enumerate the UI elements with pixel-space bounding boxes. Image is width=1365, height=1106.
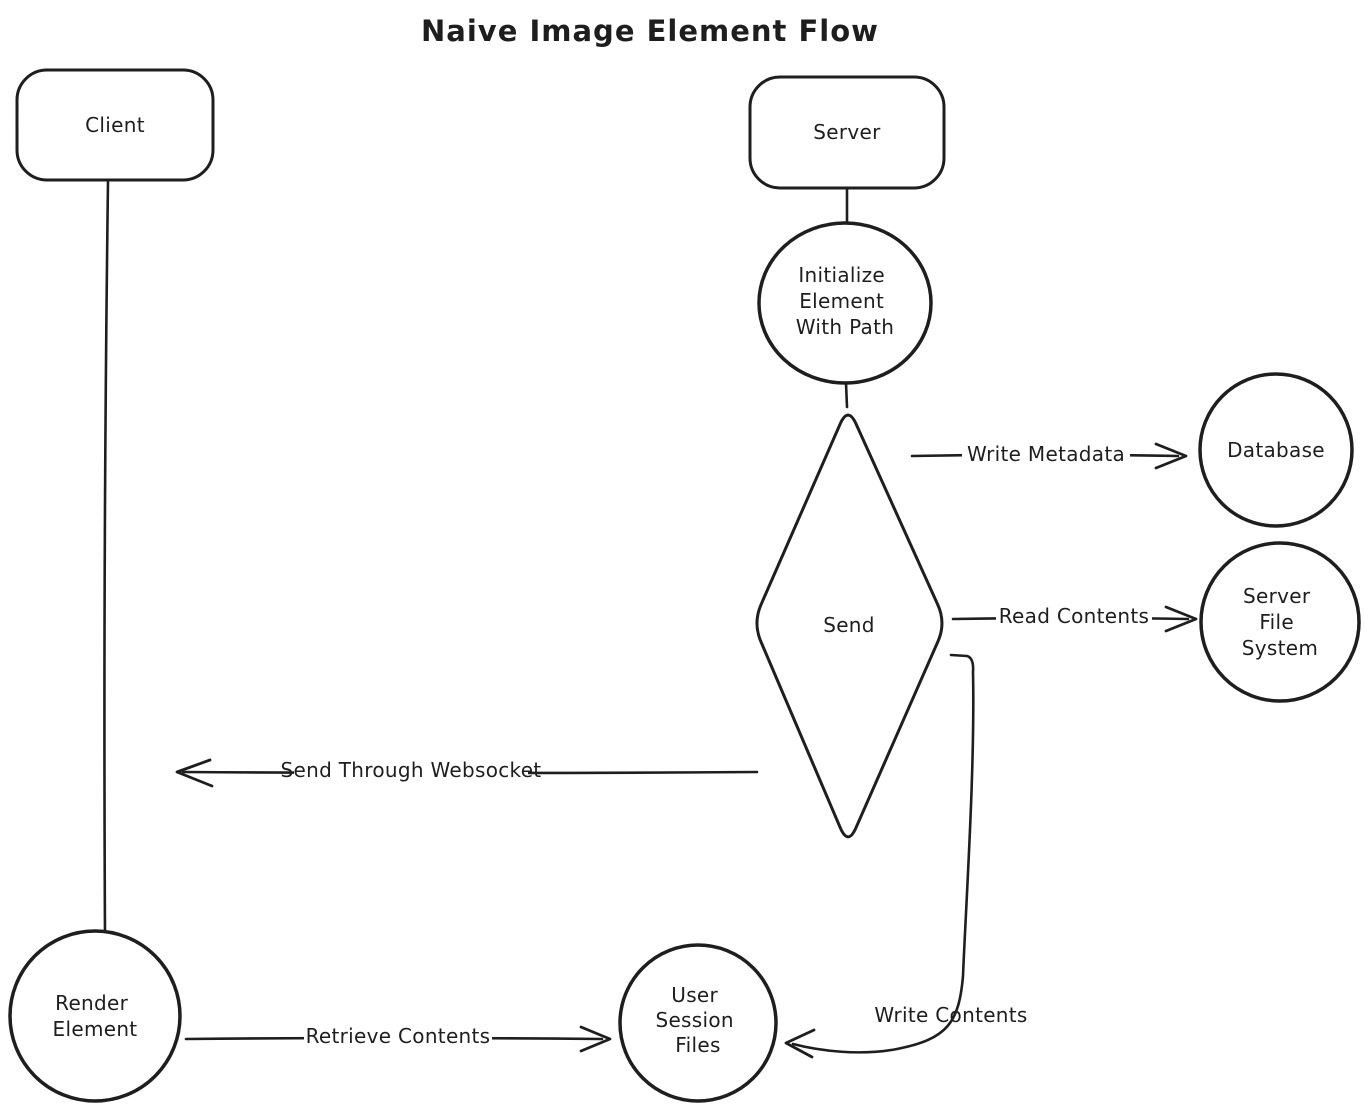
arrowhead-left-icon bbox=[175, 758, 214, 788]
arrowhead-right-icon bbox=[1154, 442, 1188, 470]
write-contents-curve bbox=[791, 653, 975, 1054]
edge-label-bg bbox=[996, 602, 1152, 630]
initialize-element-node: Initialize Element With Path bbox=[757, 221, 933, 385]
retrieve-contents-label: Retrieve Contents bbox=[306, 1024, 491, 1048]
client-box bbox=[15, 68, 215, 182]
arrowhead-right-icon bbox=[1164, 605, 1198, 633]
server-file-system-circle bbox=[1199, 541, 1361, 703]
edge-send-through-websocket: Send Through Websocket bbox=[175, 756, 759, 788]
render-element-circle bbox=[8, 929, 182, 1103]
server-label: Server bbox=[813, 120, 881, 144]
client-node: Client bbox=[15, 68, 215, 182]
send-through-websocket-label: Send Through Websocket bbox=[281, 758, 542, 782]
page-title: Naive Image Element Flow bbox=[421, 14, 879, 48]
user-session-files-label: User Session Files bbox=[655, 983, 740, 1057]
edge-read-contents: Read Contents bbox=[951, 602, 1198, 633]
send-node: Send bbox=[755, 413, 944, 839]
edge-label-bg bbox=[304, 1022, 492, 1050]
edge-write-metadata: Write Metadata bbox=[910, 441, 1188, 470]
initialize-label: Initialize Element With Path bbox=[796, 263, 894, 339]
edge-label-bg bbox=[962, 441, 1130, 469]
initialize-circle bbox=[757, 221, 933, 385]
edge-label-bg bbox=[294, 756, 528, 784]
arrowhead-left-icon bbox=[784, 1028, 816, 1059]
server-node: Server bbox=[748, 75, 946, 190]
arrowhead-right-icon bbox=[579, 1025, 612, 1053]
write-metadata-label: Write Metadata bbox=[967, 442, 1125, 466]
send-label: Send bbox=[823, 613, 875, 637]
user-session-files-node: User Session Files bbox=[618, 943, 778, 1103]
user-session-files-circle bbox=[618, 943, 778, 1103]
server-file-system-label: Server File System bbox=[1242, 584, 1318, 660]
server-box bbox=[748, 75, 946, 190]
database-node: Database bbox=[1198, 372, 1354, 528]
database-circle bbox=[1198, 372, 1354, 528]
send-diamond bbox=[755, 413, 944, 839]
server-file-system-node: Server File System bbox=[1199, 541, 1361, 703]
client-label: Client bbox=[85, 113, 145, 137]
edge-write-contents: Write Contents bbox=[784, 653, 1027, 1059]
read-contents-label: Read Contents bbox=[999, 604, 1149, 628]
database-label: Database bbox=[1227, 438, 1325, 462]
write-contents-label: Write Contents bbox=[874, 1003, 1027, 1027]
render-element-node: Render Element bbox=[8, 929, 182, 1103]
edge-retrieve-contents: Retrieve Contents bbox=[184, 1022, 612, 1053]
render-element-label: Render Element bbox=[53, 991, 138, 1041]
initialize-to-send-line bbox=[844, 381, 849, 409]
client-to-render-line bbox=[103, 179, 110, 936]
